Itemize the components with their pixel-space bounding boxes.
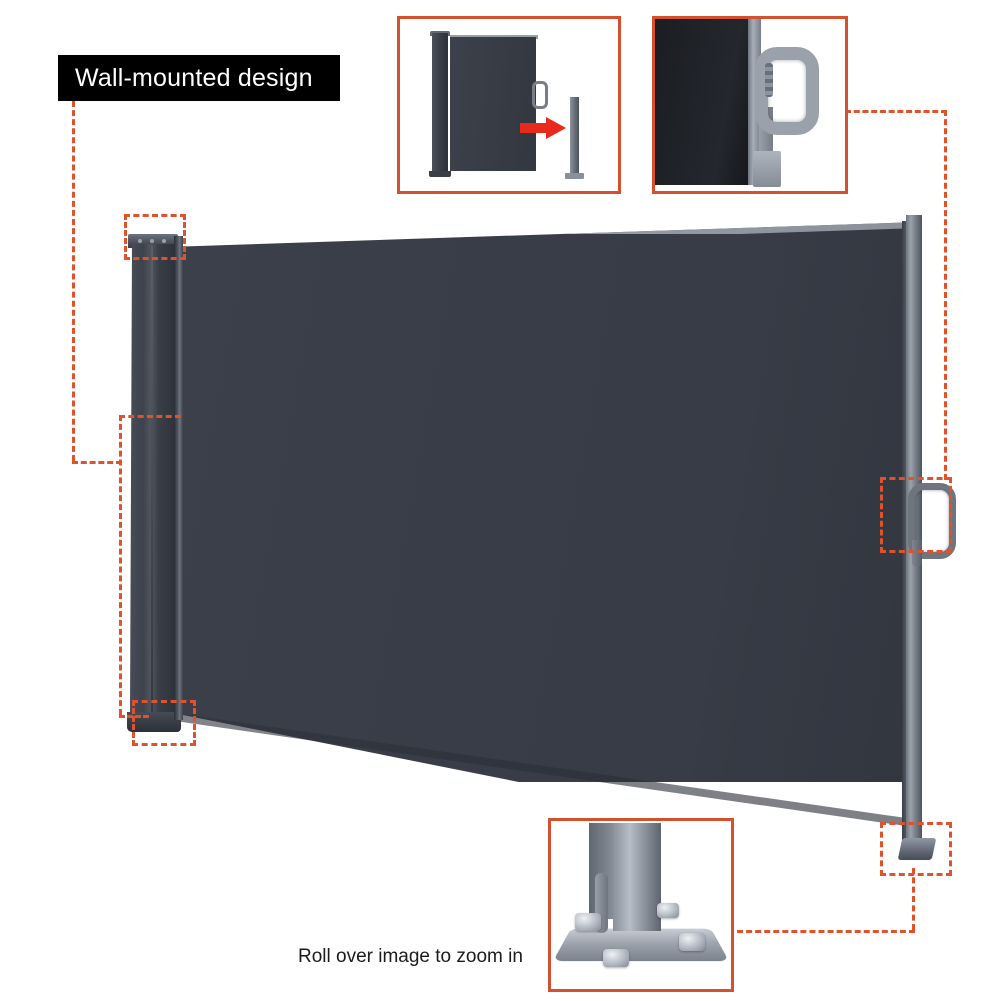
inset1-handle-icon: [532, 81, 548, 109]
left-post-seam: [151, 246, 153, 712]
inset-extended-retracted: [397, 16, 621, 194]
inset2-handle-grip: [765, 63, 773, 97]
callout-wallmount-jog-upper: [72, 461, 122, 464]
inset2-fabric: [655, 19, 751, 185]
callout-baseplate-hline: [728, 930, 915, 933]
inset1-post: [432, 33, 448, 175]
callout-handle-hline: [845, 110, 947, 113]
callout-baseplate-vline: [912, 868, 915, 930]
inset1-retracted-pole-foot: [565, 173, 584, 179]
callout-box-left-post-base: [132, 700, 196, 746]
awning-pull-handle: [908, 483, 956, 559]
awning-fabric-panel: [168, 222, 920, 782]
inset3-post-front: [613, 823, 661, 931]
inset3-bolt: [679, 933, 705, 951]
inset1-retracted-pole: [570, 97, 579, 175]
callout-handle-vline: [944, 110, 947, 480]
inset3-bolt: [603, 949, 629, 967]
callout-wallmount-left-vline: [72, 101, 75, 461]
right-pole-edge: [902, 221, 908, 845]
inset2-handle-loop: [755, 47, 819, 135]
callout-box-left-post-top: [124, 214, 186, 260]
zoom-hint-caption[interactable]: Roll over image to zoom in: [298, 946, 523, 967]
inset3-bolt: [657, 903, 679, 918]
cassette-inner-rail: [174, 236, 183, 720]
callout-wallmount-jog-top: [119, 415, 181, 418]
inset3-bolt: [575, 913, 601, 931]
inset-baseplate-closeup: [548, 818, 734, 992]
awning-handle-stem: [912, 540, 922, 566]
wall-mounted-design-label: Wall-mounted design: [58, 55, 340, 101]
callout-wallmount-mid-vline: [119, 415, 122, 715]
left-post-body: [130, 244, 176, 716]
inset1-post-foot: [429, 171, 451, 177]
left-cassette-post: [127, 232, 181, 732]
arrow-right-icon: [520, 117, 566, 139]
inset2-handle-base: [753, 151, 781, 187]
callout-box-pole-foot: [880, 822, 952, 876]
inset-handle-closeup: [652, 16, 848, 194]
callout-box-handle: [880, 477, 952, 553]
inset1-extended-panel: [450, 37, 536, 171]
